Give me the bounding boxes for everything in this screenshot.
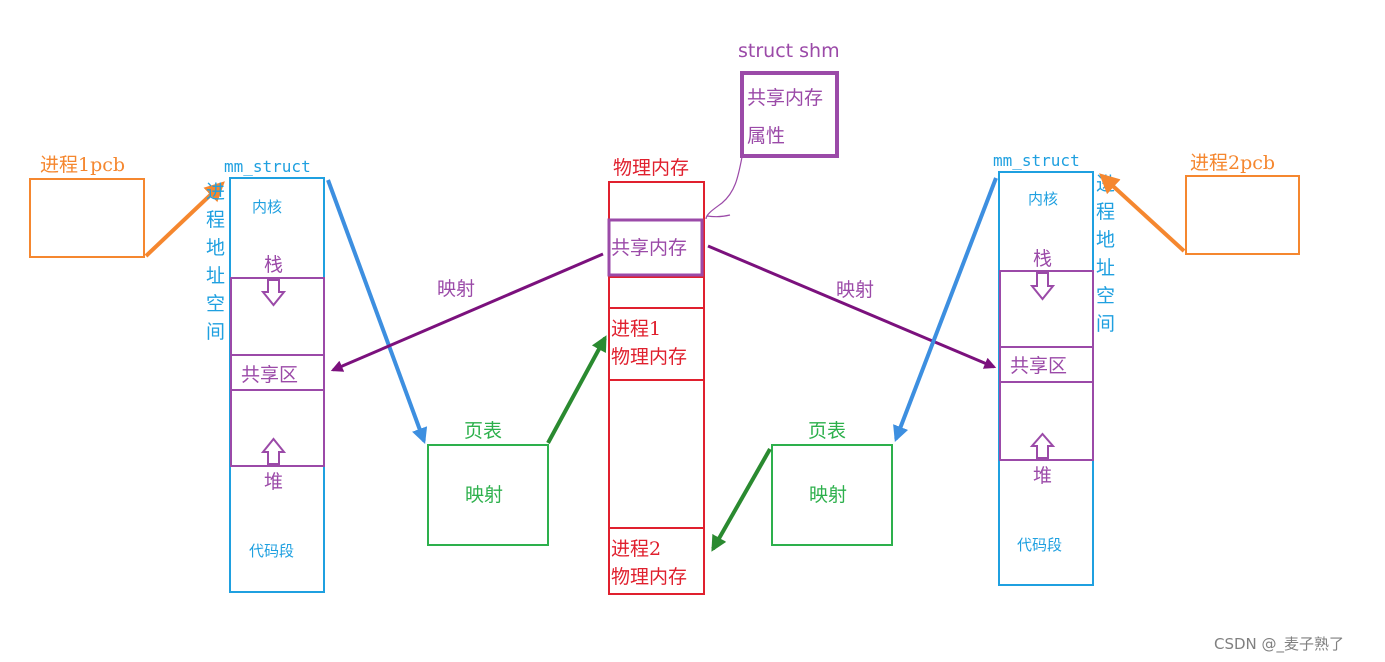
left-mm-struct-label: mm_struct <box>224 157 311 176</box>
left-heap-region <box>230 389 325 467</box>
physical-memory: 物理内存 共享内存 进程1 物理内存 进程2 物理内存 <box>607 157 705 595</box>
left-mapping-arrow <box>330 252 604 372</box>
right-pcb-label: 进程2pcb <box>1190 152 1275 174</box>
proc2-memory-line2: 物理内存 <box>611 566 687 588</box>
left-page-table-title: 页表 <box>464 420 502 442</box>
struct-shm-box <box>740 71 839 158</box>
right-addr-char-2: 地 <box>1096 229 1115 251</box>
left-addr-char-5: 间 <box>206 321 225 343</box>
up-arrow-icon <box>260 437 287 465</box>
right-heap-label: 堆 <box>1033 465 1052 487</box>
left-page-table-content: 映射 <box>465 484 503 506</box>
physical-shared-memory-box <box>607 218 704 277</box>
proc1-memory-line2: 物理内存 <box>611 346 687 368</box>
right-mm-to-page-table-arrow <box>893 177 998 442</box>
right-mm-struct-label: mm_struct <box>993 151 1080 170</box>
left-heap-label: 堆 <box>264 471 283 493</box>
right-stack-label: 栈 <box>1033 248 1052 270</box>
left-shared-label: 共享区 <box>241 364 298 386</box>
struct-shm-title: struct shm <box>738 40 840 62</box>
physical-memory-title: 物理内存 <box>613 157 689 179</box>
left-stack-region <box>230 277 325 356</box>
right-process: mm_struct 内核 栈 共享区 堆 代码段 进 程 地 址 空 间 进程2… <box>993 151 1300 586</box>
right-shared-label: 共享区 <box>1010 355 1067 377</box>
proc1-memory-line1: 进程1 <box>611 318 661 340</box>
struct-shm-line2: 属性 <box>747 125 785 147</box>
right-page-table-content: 映射 <box>809 484 847 506</box>
left-addr-char-1: 程 <box>206 209 225 231</box>
down-arrow-icon <box>260 279 287 307</box>
left-address-space-label: 进 程 地 址 空 间 <box>206 181 225 343</box>
right-addr-char-5: 间 <box>1096 313 1115 335</box>
left-page-table-to-memory-arrow <box>546 335 607 444</box>
right-addr-char-3: 址 <box>1096 257 1115 279</box>
left-addr-char-0: 进 <box>206 181 225 203</box>
right-address-space-box <box>998 171 1094 586</box>
left-addr-char-3: 址 <box>206 265 225 287</box>
right-mapping-arrow <box>707 244 997 369</box>
left-pcb-arrow <box>144 181 225 258</box>
down-arrow-icon <box>1029 272 1056 301</box>
left-pcb-label: 进程1pcb <box>40 154 125 176</box>
left-kernel-label: 内核 <box>252 198 282 216</box>
right-heap-region <box>999 381 1094 461</box>
left-mapping-label: 映射 <box>437 278 475 300</box>
physical-memory-box <box>608 181 705 595</box>
left-stack-label: 栈 <box>264 254 283 276</box>
right-code-label: 代码段 <box>1017 536 1062 554</box>
right-addr-char-4: 空 <box>1096 285 1115 307</box>
right-addr-char-1: 程 <box>1096 201 1115 223</box>
proc2-memory-line1: 进程2 <box>611 538 661 560</box>
right-kernel-label: 内核 <box>1028 190 1058 208</box>
struct-shm: struct shm 共享内存 属性 <box>705 40 840 220</box>
right-stack-region <box>999 270 1094 348</box>
right-address-space-label: 进 程 地 址 空 间 <box>1096 173 1115 335</box>
watermark: CSDN @_麦子熟了 <box>1214 635 1344 654</box>
right-page-table: 页表 映射 <box>771 420 893 546</box>
left-process: 进程1pcb mm_struct 进 程 地 址 空 间 内核 栈 共享区 堆 … <box>29 154 325 593</box>
left-page-table-box <box>427 444 549 546</box>
left-mm-to-page-table-arrow <box>326 179 428 445</box>
left-addr-char-2: 地 <box>206 237 225 259</box>
right-pcb-arrow <box>1099 173 1186 253</box>
left-page-table: 页表 映射 <box>427 420 549 546</box>
right-mapping-label: 映射 <box>836 279 874 301</box>
left-code-label: 代码段 <box>249 542 294 560</box>
right-page-table-to-memory-arrow <box>711 448 772 552</box>
left-pcb-box <box>29 178 145 258</box>
right-page-table-box <box>771 444 893 546</box>
right-page-table-title: 页表 <box>808 420 846 442</box>
shm-link-scribble <box>705 156 743 220</box>
left-addr-char-4: 空 <box>206 293 225 315</box>
physical-shared-memory-label: 共享内存 <box>611 237 687 259</box>
struct-shm-line1: 共享内存 <box>747 87 823 109</box>
up-arrow-icon <box>1029 432 1056 459</box>
right-pcb-box <box>1185 175 1300 255</box>
